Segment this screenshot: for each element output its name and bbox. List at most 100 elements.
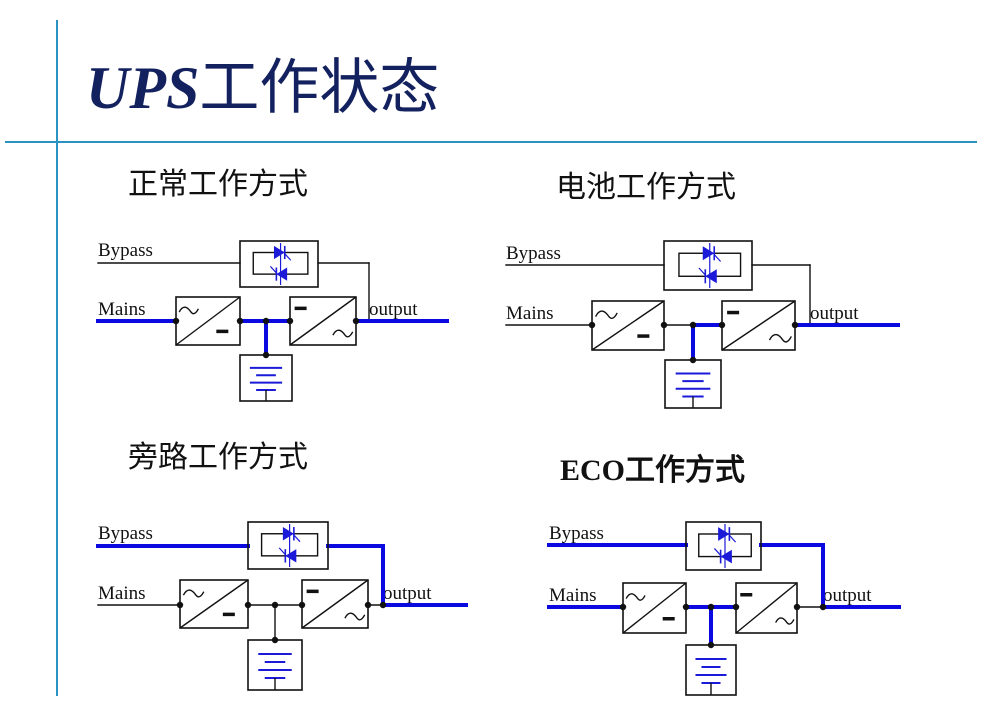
mains-label: Mains <box>549 585 597 606</box>
battery-icon <box>247 639 303 691</box>
thyristor-gate <box>728 534 737 543</box>
rectifier <box>622 582 687 634</box>
horizontal-accent-rule <box>5 141 977 143</box>
junction-dot <box>262 317 270 325</box>
thyristor-reverse-icon <box>285 549 297 563</box>
static-bypass-switch <box>663 240 753 291</box>
section-title-text: 工作方式 <box>625 453 746 488</box>
thyristor-reverse-icon <box>705 269 717 284</box>
section-title-battery-mode: 电池工作方式 <box>556 173 736 203</box>
bypass-label: Bypass <box>98 523 153 544</box>
ac-symbol-icon <box>182 589 205 598</box>
junction-dot <box>176 601 184 609</box>
output-label: output <box>383 583 432 604</box>
ac-symbol-icon <box>594 310 618 320</box>
ac-symbol-icon <box>625 593 646 601</box>
rectifier-diagonal <box>591 300 665 351</box>
thyristor-gate <box>713 548 722 556</box>
inverter-diagonal <box>301 579 369 629</box>
junction-dot <box>236 317 244 325</box>
inverter <box>721 300 796 351</box>
junction-dot <box>718 321 726 329</box>
dc-symbol-icon <box>740 593 753 597</box>
page-title-latin: UPS <box>86 55 200 121</box>
junction-dot <box>271 601 279 609</box>
mains-label: Mains <box>506 303 554 324</box>
section-title-eco-mode: ECO工作方式 <box>560 456 745 486</box>
ac-symbol-icon <box>332 329 354 338</box>
junction-dot <box>660 321 668 329</box>
static-bypass-switch-frame <box>247 521 329 570</box>
inverter-diagonal <box>721 300 796 351</box>
dc-symbol-icon <box>294 306 307 311</box>
rectifier-diagonal <box>622 582 687 634</box>
junction-dot <box>271 636 279 644</box>
inverter-diagonal <box>289 296 357 346</box>
rectifier <box>179 579 249 629</box>
junction-dot <box>732 603 740 611</box>
junction-dot <box>707 603 715 611</box>
section-title-normal-mode: 正常工作方式 <box>128 170 308 200</box>
mains-label: Mains <box>98 583 146 604</box>
junction-dot <box>379 601 387 609</box>
ac-symbol-icon <box>775 617 795 625</box>
dc-symbol-icon <box>662 617 675 621</box>
dc-symbol-icon <box>306 589 319 594</box>
section-title-text: 正常工作方式 <box>128 167 308 202</box>
thyristor-reverse-icon <box>720 549 732 564</box>
bypass-label: Bypass <box>98 240 153 261</box>
thyristor-reverse-icon <box>276 267 288 281</box>
junction-dot <box>793 603 801 611</box>
junction-dot <box>819 603 827 611</box>
battery-icon <box>685 644 737 696</box>
output-label: output <box>369 299 418 320</box>
inverter <box>289 296 357 346</box>
static-bypass-switch-frame <box>239 240 319 288</box>
battery-icon <box>239 354 293 402</box>
section-title-eco-prefix: ECO <box>560 454 626 487</box>
dc-symbol-icon <box>637 334 650 338</box>
thyristor-gate <box>293 534 301 543</box>
ac-symbol-icon <box>768 333 792 343</box>
inverter <box>301 579 369 629</box>
battery-icon <box>664 359 722 409</box>
inverter-diagonal <box>735 582 798 634</box>
static-bypass-switch-frame <box>663 240 753 291</box>
rectifier-diagonal <box>179 579 249 629</box>
output-label: output <box>823 585 872 606</box>
bypass-label: Bypass <box>506 243 561 264</box>
junction-dot <box>689 321 697 329</box>
static-bypass-switch-frame <box>685 521 762 571</box>
junction-dot <box>352 317 360 325</box>
junction-dot <box>682 603 690 611</box>
junction-dot <box>172 317 180 325</box>
inverter <box>735 582 798 634</box>
ac-symbol-icon <box>344 612 366 621</box>
page-title-cjk: 工作状态 <box>199 53 440 123</box>
section-title-text: 旁路工作方式 <box>128 440 308 475</box>
junction-dot <box>244 601 252 609</box>
junction-dot <box>262 351 270 359</box>
static-bypass-switch <box>239 240 319 288</box>
thyristor-gate <box>284 253 292 261</box>
section-title-bypass-mode: 旁路工作方式 <box>128 443 308 473</box>
junction-dot <box>619 603 627 611</box>
rectifier <box>591 300 665 351</box>
static-bypass-switch <box>685 521 762 571</box>
page-title: UPS工作状态 <box>86 58 439 118</box>
junction-dot <box>707 641 715 649</box>
dc-symbol-icon <box>727 310 740 315</box>
junction-dot <box>298 601 306 609</box>
ac-symbol-icon <box>178 306 200 315</box>
output-label: output <box>810 303 859 324</box>
junction-dot <box>689 356 697 364</box>
thyristor-forward-icon <box>702 246 715 261</box>
thyristor-forward-icon <box>273 245 285 260</box>
junction-dot <box>364 601 372 609</box>
junction-dot <box>286 317 294 325</box>
vertical-accent-rule <box>56 20 58 696</box>
